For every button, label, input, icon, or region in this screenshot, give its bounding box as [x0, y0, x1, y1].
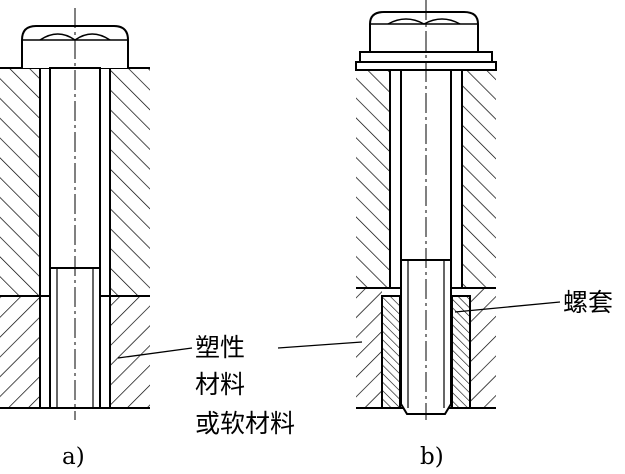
label-thread-insert: 螺套: [563, 288, 614, 317]
upper-plate-right-a: [110, 68, 150, 296]
leader-material-b: [277, 341, 363, 349]
label-material-line1: 塑性: [195, 333, 246, 362]
lower-plate-right-a: [110, 296, 150, 408]
leader-insert: [454, 301, 561, 313]
upper-plate-right-b: [462, 70, 496, 288]
label-material-line2: 材料: [195, 370, 246, 399]
figure-b: [355, 0, 497, 420]
thread-insert-right: [451, 295, 471, 409]
caption-b: b): [420, 444, 444, 470]
lower-plate-left-b: [356, 288, 382, 408]
upper-plate-left-b: [356, 70, 390, 288]
leader-lines: [117, 301, 561, 359]
label-material-line3: 或软材料: [195, 409, 296, 438]
lower-plate-right-b: [470, 288, 496, 408]
upper-plate-left-a: [0, 68, 40, 296]
caption-a: a): [62, 444, 85, 470]
leader-material-a: [117, 347, 193, 359]
figure-a: [0, 8, 150, 420]
bolt-head-b: [369, 11, 479, 52]
lower-plate-left-a: [0, 296, 40, 408]
thread-insert-left: [381, 295, 401, 409]
